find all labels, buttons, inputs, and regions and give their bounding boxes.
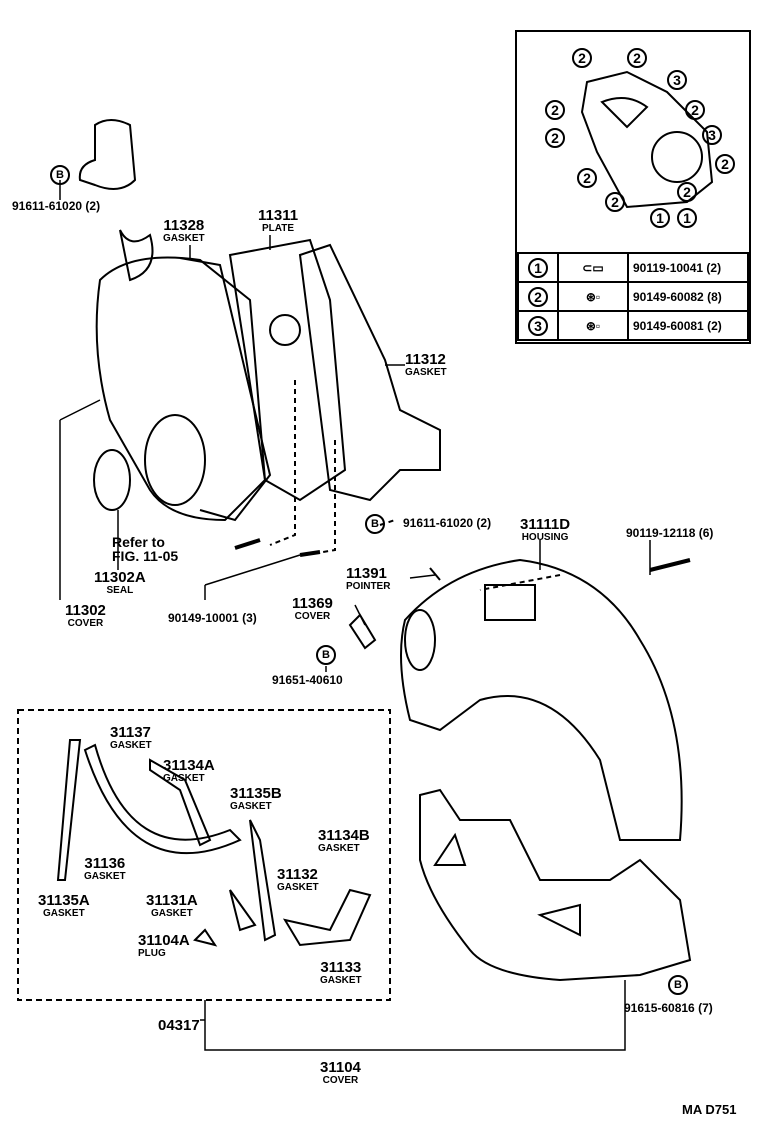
cover-boss — [144, 414, 206, 506]
callout-2: 2 — [677, 182, 697, 202]
pointer-part — [429, 567, 441, 581]
bolt-location-inset: 2 2 3 2 2 2 3 2 2 2 2 1 1 1 ⊂▭90119-10041… — [515, 30, 751, 344]
callout-3: 3 — [667, 70, 687, 90]
callout-2: 2 — [577, 168, 597, 188]
cover-emboss — [119, 229, 154, 282]
bolt-marker: B — [50, 165, 70, 185]
plate-part — [228, 238, 347, 502]
gasket-11312-part — [298, 243, 441, 502]
bolt-washer-icon: ⊛▫ — [557, 310, 629, 341]
callout-2: 2 — [545, 128, 565, 148]
plug-part — [193, 928, 218, 947]
callout-1: 1 — [677, 208, 697, 228]
table-row: 1 ⊂▭90119-10041 (2) — [517, 252, 749, 283]
inset-cover-drawing — [580, 70, 714, 209]
bolt-marker: B — [316, 645, 336, 665]
bolts — [234, 538, 691, 572]
callout-2: 2 — [627, 48, 647, 68]
key-1: 1 — [528, 257, 548, 278]
gasket-kit-box — [17, 709, 391, 1001]
gasket-kit-parts — [56, 739, 372, 947]
bolt-marker: B — [668, 975, 688, 995]
seal-part — [93, 449, 131, 511]
bracket-part — [78, 119, 137, 190]
figure-code: MA D751 — [682, 1102, 737, 1117]
callout-2: 2 — [715, 154, 735, 174]
label-04317: 04317 — [158, 1017, 200, 1034]
callout-2: 2 — [545, 100, 565, 120]
callout-2: 2 — [605, 192, 625, 212]
housing-window — [484, 584, 536, 621]
part-number: 90149-60082 (8) — [627, 281, 749, 312]
label-91615-60816: 91615-60816 (7) — [624, 1001, 713, 1015]
plate-hole — [269, 314, 301, 346]
callout-2: 2 — [572, 48, 592, 68]
bolt-icon: ⊂▭ — [557, 252, 629, 283]
label-90119-12118: 90119-12118 (6) — [626, 526, 714, 540]
lower-cover-part — [419, 788, 692, 982]
callout-3: 3 — [702, 125, 722, 145]
gasket-11328-part — [179, 257, 272, 522]
bolt-table: 1 ⊂▭90119-10041 (2) 2 ⊛▫90149-60082 (8) 3 ⊛… — [517, 252, 749, 341]
key-3: 3 — [528, 315, 548, 336]
table-row: 2 ⊛▫90149-60082 (8) — [517, 281, 749, 312]
part-number: 90149-60081 (2) — [627, 310, 749, 341]
label-91611-61020: 91611-61020 (2) — [12, 199, 101, 213]
table-row: 3 ⊛▫90149-60081 (2) — [517, 310, 749, 341]
cover-openings — [433, 832, 581, 937]
label-91611-61020-mid: 91611-61020 (2) — [403, 516, 492, 530]
housing-hole — [404, 609, 436, 671]
bolt-marker: B — [365, 514, 385, 534]
callout-2: 2 — [685, 100, 705, 120]
label-90149-10001: 90149-10001 (3) — [168, 611, 257, 625]
label-91651-40610: 91651-40610 — [272, 673, 343, 687]
small-cover-part — [348, 613, 377, 650]
flywheel-housing-part — [400, 558, 683, 841]
part-number: 90119-10041 (2) — [627, 252, 749, 283]
timing-cover-part — [95, 256, 267, 522]
kit-leader — [200, 980, 626, 1051]
bolt-washer-icon: ⊛▫ — [557, 281, 629, 312]
key-2: 2 — [528, 286, 548, 307]
callout-1: 1 — [650, 208, 670, 228]
